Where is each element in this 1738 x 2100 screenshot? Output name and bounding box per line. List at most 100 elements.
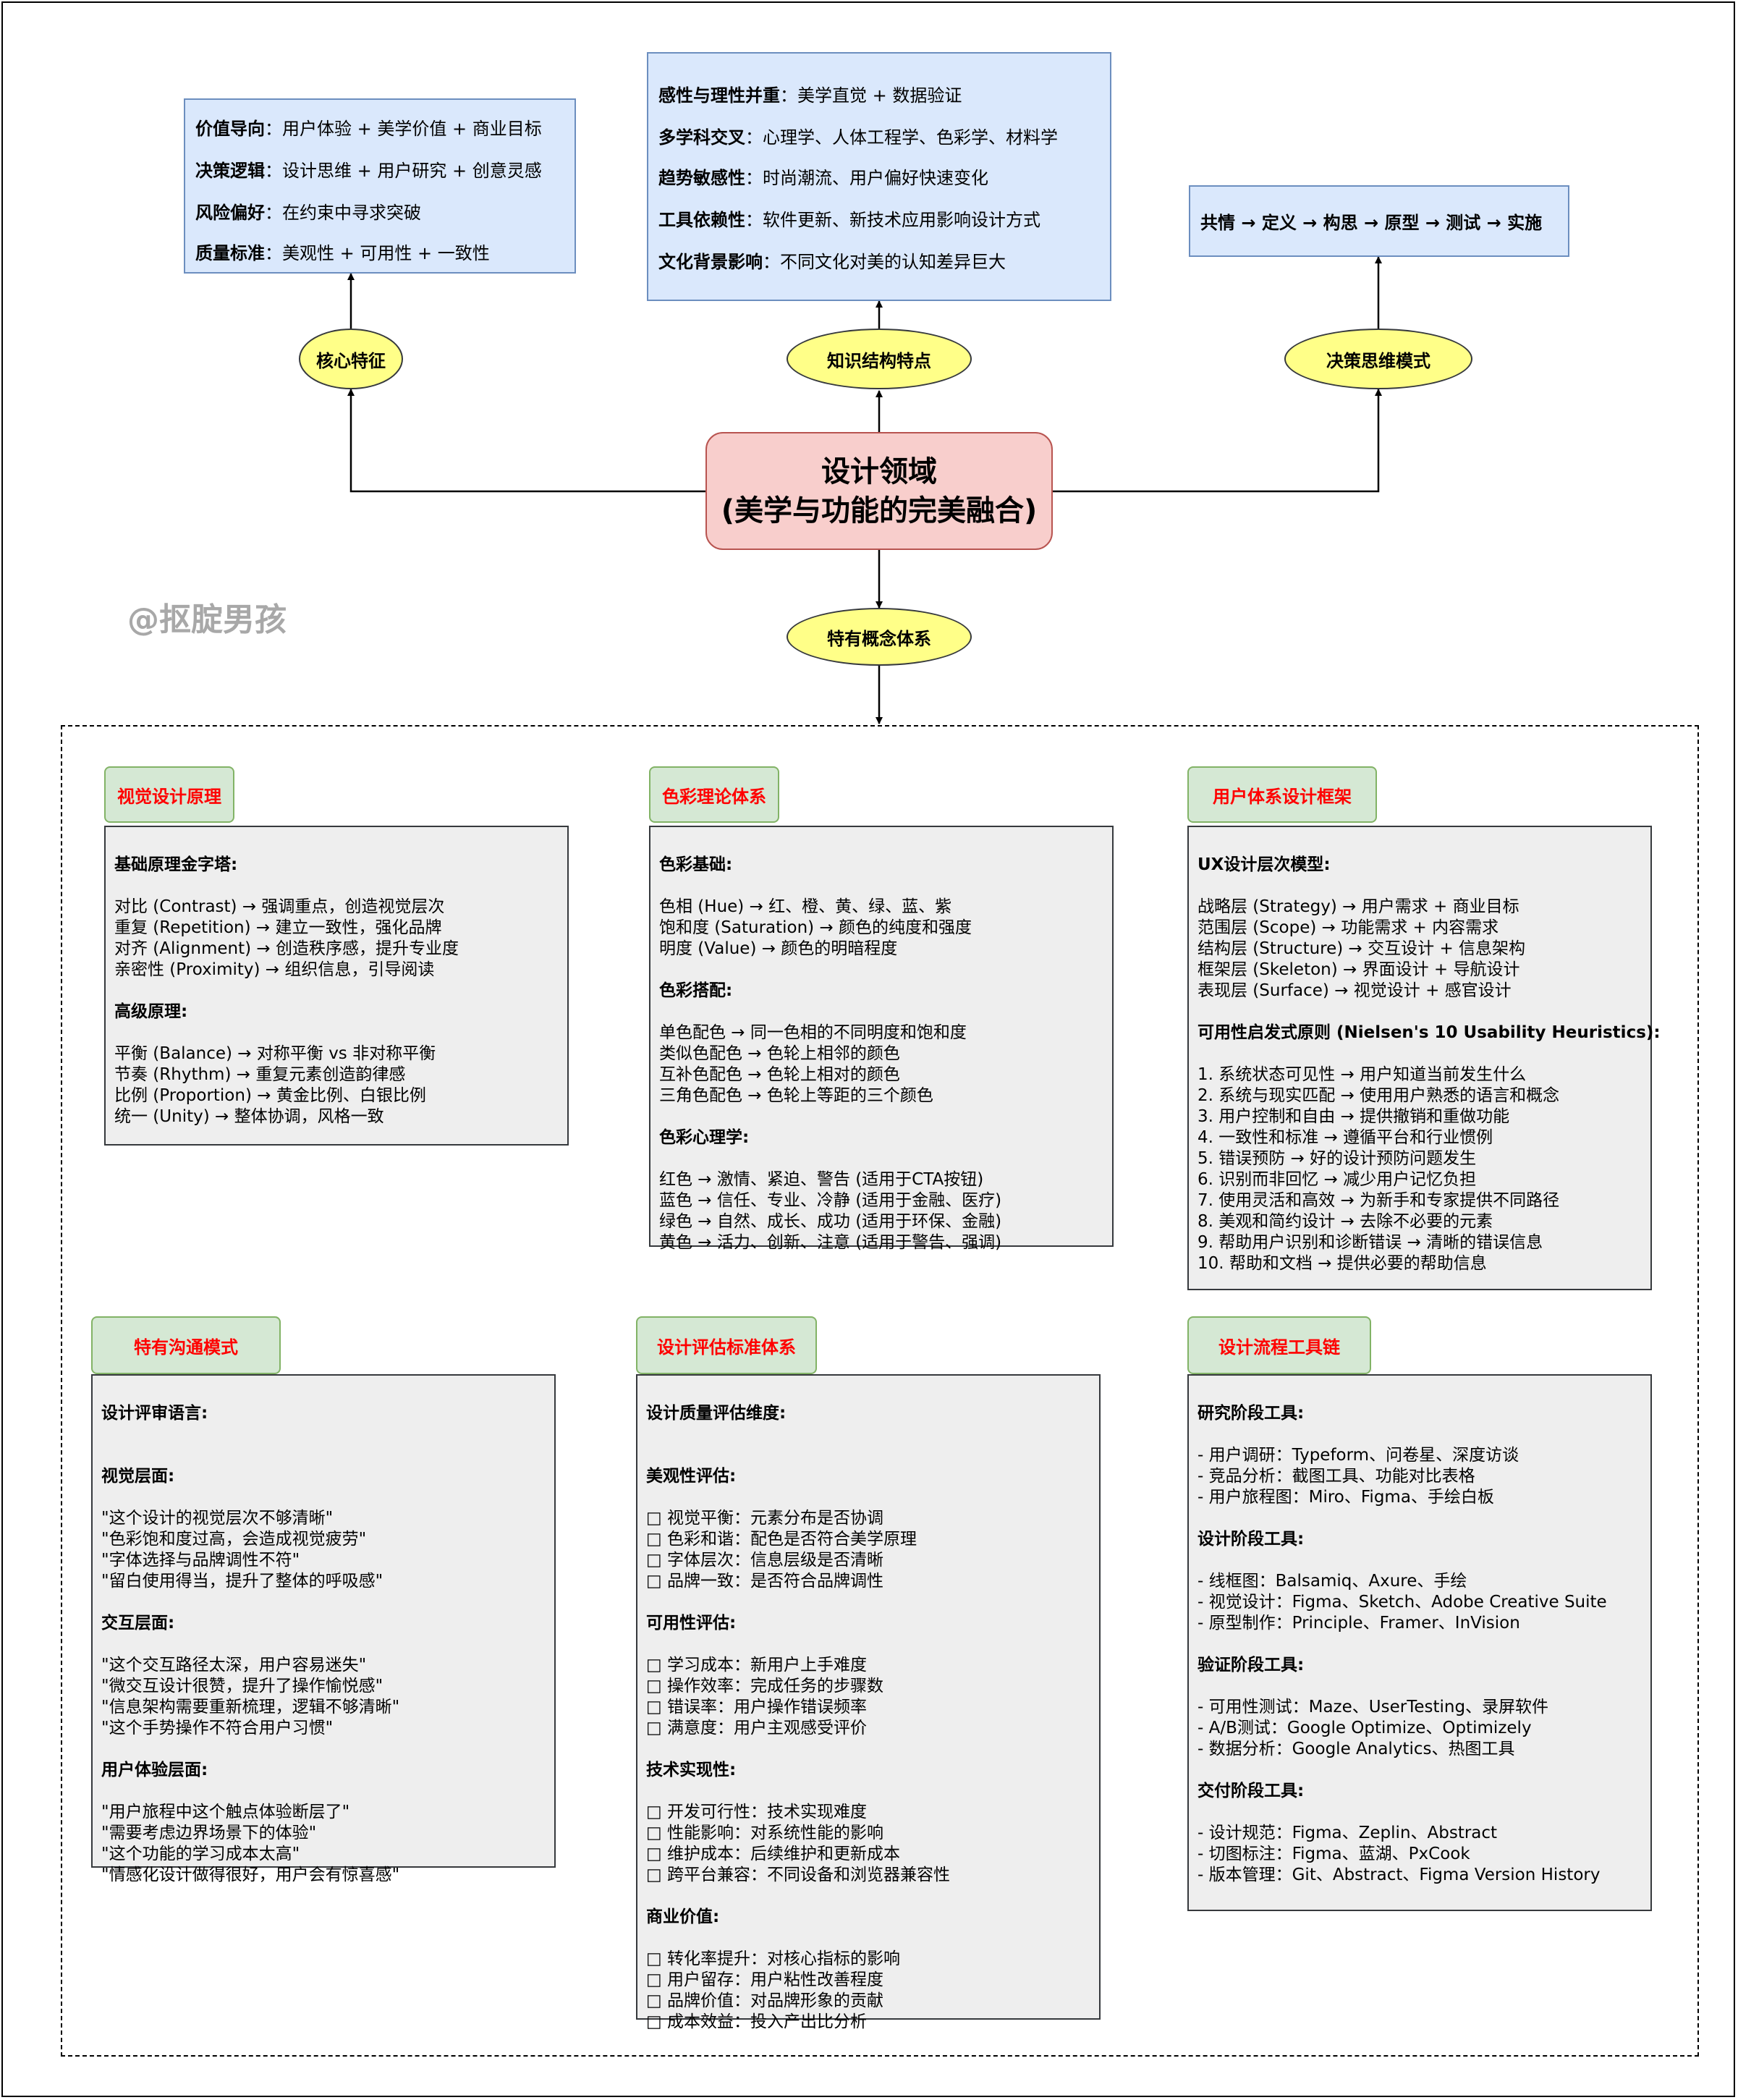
panel-heading: 可用性启发式原则 (Nielsen's 10 Usability Heurist… (1197, 1023, 1661, 1042)
panel-line: □ 满意度：用户主观感受评价 (646, 1719, 868, 1737)
center-node: 设计领域 (美学与功能的完美融合) (705, 432, 1053, 550)
panel-line: 统一 (Unity) → 整体协调，风格一致 (114, 1107, 384, 1126)
connector-center-to-decision (1053, 389, 1382, 493)
panel-line: □ 用户留存：用户粘性改善程度 (646, 1970, 884, 1989)
panel-line: □ 维护成本：后续维护和更新成本 (646, 1845, 901, 1863)
panel-line: 类似色配色 → 色轮上相邻的颜色 (659, 1044, 900, 1063)
panel-evaluation: 设计质量评估维度: 美观性评估: □ 视觉平衡：元素分布是否协调 □ 色彩和谐：配色是… (636, 1374, 1101, 2031)
panel-line: 蓝色 → 信任、专业、冷静 (适用于金融、医疗) (659, 1191, 1002, 1210)
panel-line: 节奏 (Rhythm) → 重复元素创造韵律感 (114, 1065, 406, 1084)
panel-heading: 设计质量评估维度: (646, 1404, 787, 1423)
panel-line: 色相 (Hue) → 红、橙、黄、绿、蓝、紫 (659, 897, 952, 916)
panel-line: 亲密性 (Proximity) → 组织信息，引导阅读 (114, 960, 435, 979)
panel-heading: 交付阶段工具: (1197, 1782, 1305, 1800)
tag-visual-design: 视觉设计原理 (104, 766, 234, 823)
panel-line: □ 成本效益：投入产出比分析 (646, 2012, 868, 2031)
panel-line: 7. 使用灵活和高效 → 为新手和专家提供不同路径 (1197, 1191, 1560, 1210)
panel-line: 对齐 (Alignment) → 创造秩序感，提升专业度 (114, 939, 459, 958)
knowledge-row: 工具依赖性：软件更新、新技术应用影响设计方式 (658, 210, 1040, 230)
knowledge-structure-ellipse: 知识结构特点 (787, 329, 972, 389)
tag-toolchain: 设计流程工具链 (1187, 1316, 1371, 1374)
core-row: 质量标准：美观性 + 可用性 + 一致性 (195, 243, 490, 263)
panel-line: 6. 识别而非回忆 → 减少用户记忆负担 (1197, 1170, 1477, 1189)
panel-line: - 用户调研：Typeform、问卷星、深度访谈 (1197, 1446, 1519, 1465)
panel-line: "信息架构需要重新梳理，逻辑不够清晰" (101, 1698, 400, 1716)
knowledge-structure-box: 感性与理性并重：美学直觉 + 数据验证 多学科交叉：心理学、人体工程学、色彩学、… (647, 52, 1111, 301)
panel-line: - 原型制作：Principle、Framer、InVision (1197, 1614, 1520, 1633)
panel-heading: 用户体验层面: (101, 1761, 208, 1779)
panel-line: 对比 (Contrast) → 强调重点，创造视觉层次 (114, 897, 445, 916)
panel-line: □ 视觉平衡：元素分布是否协调 (646, 1509, 884, 1528)
panel-line: 1. 系统状态可见性 → 用户知道当前发生什么 (1197, 1065, 1527, 1084)
panel-heading: 美观性评估: (646, 1467, 737, 1486)
panel-heading: 验证阶段工具: (1197, 1656, 1305, 1675)
core-features-ellipse: 核心特征 (299, 329, 403, 389)
knowledge-row: 文化背景影响：不同文化对美的认知差异巨大 (658, 252, 1006, 272)
panel-line: "这个功能的学习成本太高" (101, 1845, 300, 1863)
panel-line: 明度 (Value) → 颜色的明暗程度 (659, 939, 898, 958)
panel-line: 比例 (Proportion) → 黄金比例、白银比例 (114, 1086, 426, 1105)
panel-heading: 技术实现性: (646, 1761, 737, 1779)
panel-line: □ 字体层次：信息层级是否清晰 (646, 1551, 884, 1570)
panel-line: □ 转化率提升：对核心指标的影响 (646, 1949, 901, 1968)
panel-line: "需要考虑边界场景下的体验" (101, 1824, 317, 1842)
knowledge-row: 多学科交叉：心理学、人体工程学、色彩学、材料学 (658, 127, 1058, 148)
watermark: @抠腚男孩 (127, 601, 287, 638)
panel-ux-framework: UX设计层次模型:战略层 (Strategy) → 用户需求 + 商业目标范围层… (1187, 826, 1661, 1290)
panel-line: 单色配色 → 同一色相的不同明度和饱和度 (659, 1023, 967, 1042)
panel-line: - 切图标注：Figma、蓝湖、PxCook (1197, 1845, 1470, 1863)
panel-line: "用户旅程中这个触点体验断层了" (101, 1803, 350, 1821)
core-features-box: 价值导向：用户体验 + 美学价值 + 商业目标 决策逻辑：设计思维 + 用户研究… (184, 98, 576, 274)
panel-line: "情感化设计做得很好，用户会有惊喜感" (101, 1866, 400, 1884)
tag-communication: 特有沟通模式 (91, 1316, 281, 1374)
knowledge-row: 感性与理性并重：美学直觉 + 数据验证 (658, 85, 962, 106)
panel-heading: 色彩基础: (659, 855, 733, 874)
panel-line: □ 色彩和谐：配色是否符合美学原理 (646, 1530, 917, 1549)
panel-line: 结构层 (Structure) → 交互设计 + 信息架构 (1197, 939, 1526, 958)
panel-line: 重复 (Repetition) → 建立一致性，强化品牌 (114, 918, 442, 937)
panel-line: - 可用性测试：Maze、UserTesting、录屏软件 (1197, 1698, 1549, 1716)
panel-line: "这个手势操作不符合用户习惯" (101, 1719, 334, 1737)
panel-line: "微交互设计很赞，提升了操作愉悦感" (101, 1677, 383, 1695)
panel-line: 10. 帮助和文档 → 提供必要的帮助信息 (1197, 1254, 1487, 1273)
panel-heading: 交互层面: (101, 1614, 175, 1633)
panel-heading: 设计评审语言: (101, 1404, 208, 1423)
panel-heading: 高级原理: (114, 1002, 188, 1021)
core-row: 风险偏好：在约束中寻求突破 (195, 203, 421, 223)
panel-heading: 基础原理金字塔: (114, 855, 238, 874)
panel-line: 2. 系统与现实匹配 → 使用用户熟悉的语言和概念 (1197, 1086, 1560, 1105)
panel-line: 4. 一致性和标准 → 遵循平台和行业惯例 (1197, 1128, 1493, 1147)
panel-line: □ 性能影响：对系统性能的影响 (646, 1824, 884, 1842)
panel-communication: 设计评审语言:视觉层面:"这个设计的视觉层次不够清晰""色彩饱和度过高，会造成视… (91, 1374, 556, 1884)
panel-line: 8. 美观和简约设计 → 去除不必要的元素 (1197, 1212, 1493, 1231)
panel-heading: 色彩心理学: (659, 1128, 750, 1147)
panel-line: 黄色 → 活力、创新、注意 (适用于警告、强调) (659, 1233, 1002, 1252)
concepts-group-container (61, 725, 1699, 2057)
panel-line: "这个交互路径太深，用户容易迷失" (101, 1656, 367, 1675)
core-row: 价值导向：用户体验 + 美学价值 + 商业目标 (195, 119, 542, 139)
connector-center-to-core (347, 389, 705, 493)
panel-line: "留白使用得当，提升了整体的呼吸感" (101, 1572, 383, 1591)
panel-line: □ 操作效率：完成任务的步骤数 (646, 1677, 884, 1695)
panel-heading: 研究阶段工具: (1197, 1404, 1305, 1423)
panel-line: □ 跨平台兼容：不同设备和浏览器兼容性 (646, 1866, 951, 1884)
panel-line: - 视觉设计：Figma、Sketch、Adobe Creative Suite (1197, 1593, 1607, 1612)
panel-line: □ 品牌一致：是否符合品牌调性 (646, 1572, 884, 1591)
panel-line: □ 错误率：用户操作错误频率 (646, 1698, 868, 1716)
panel-line: 饱和度 (Saturation) → 颜色的纯度和强度 (659, 918, 972, 937)
panel-line: □ 学习成本：新用户上手难度 (646, 1656, 868, 1675)
center-subtitle: (美学与功能的完美融合) (721, 494, 1038, 528)
panel-line: - 数据分析：Google Analytics、热图工具 (1197, 1740, 1515, 1758)
core-row: 决策逻辑：设计思维 + 用户研究 + 创意灵感 (195, 161, 542, 181)
panel-line: 框架层 (Skeleton) → 界面设计 + 导航设计 (1197, 960, 1520, 979)
panel-line: □ 开发可行性：技术实现难度 (646, 1803, 868, 1821)
panel-line: 9. 帮助用户识别和诊断错误 → 清晰的错误信息 (1197, 1233, 1543, 1252)
center-title: 设计领域 (821, 454, 937, 488)
panel-line: 三角色配色 → 色轮上等距的三个颜色 (659, 1086, 933, 1105)
decision-mode-box: 共情 → 定义 → 构思 → 原型 → 测试 → 实施 (1189, 185, 1569, 257)
panel-line: - 竞品分析：截图工具、功能对比表格 (1197, 1467, 1475, 1486)
panel-heading: 色彩搭配: (659, 981, 733, 1000)
panel-heading: 设计阶段工具: (1197, 1530, 1305, 1549)
